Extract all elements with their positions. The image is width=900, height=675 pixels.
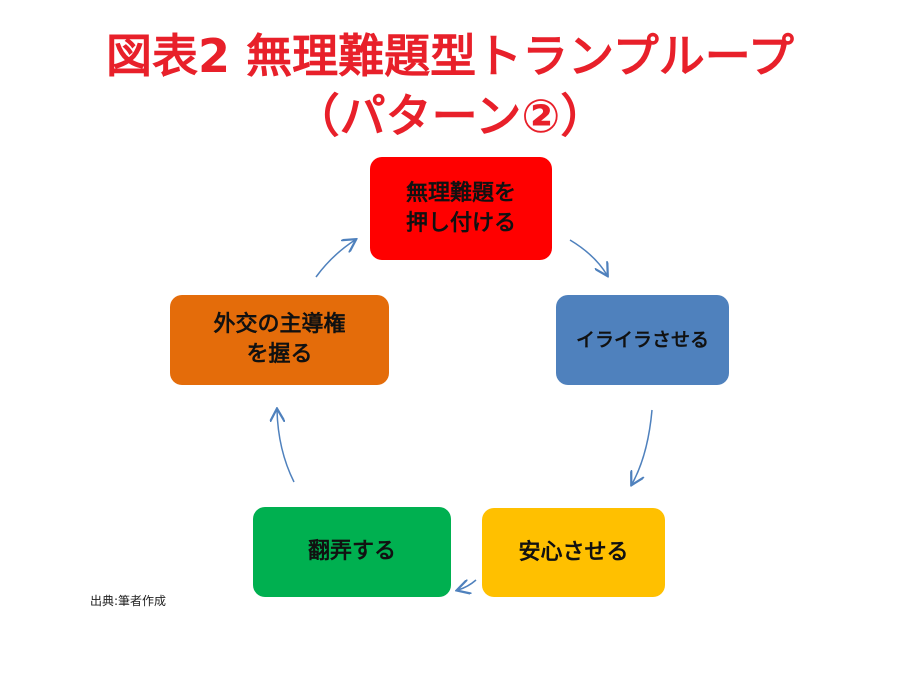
node-reassure: 安心させる: [482, 508, 665, 597]
arrow-4: [277, 410, 295, 483]
node-irritate: イライラさせる: [556, 295, 729, 385]
arrow-1: [569, 239, 607, 275]
node-seize-diplomatic-initiative: 外交の主導権 を握る: [170, 295, 389, 385]
node-toy-with: 翻弄する: [253, 507, 451, 597]
title-line-1: 図表2 無理難題型トランプループ: [106, 29, 794, 83]
arrow-2: [632, 409, 653, 484]
arrow-5: [315, 240, 355, 278]
node-impose-demands: 無理難題を 押し付ける: [370, 157, 552, 260]
source-note: 出典:筆者作成: [90, 594, 167, 608]
title-line-2: （パターン②）: [293, 89, 607, 143]
arrow-3: [458, 580, 477, 590]
